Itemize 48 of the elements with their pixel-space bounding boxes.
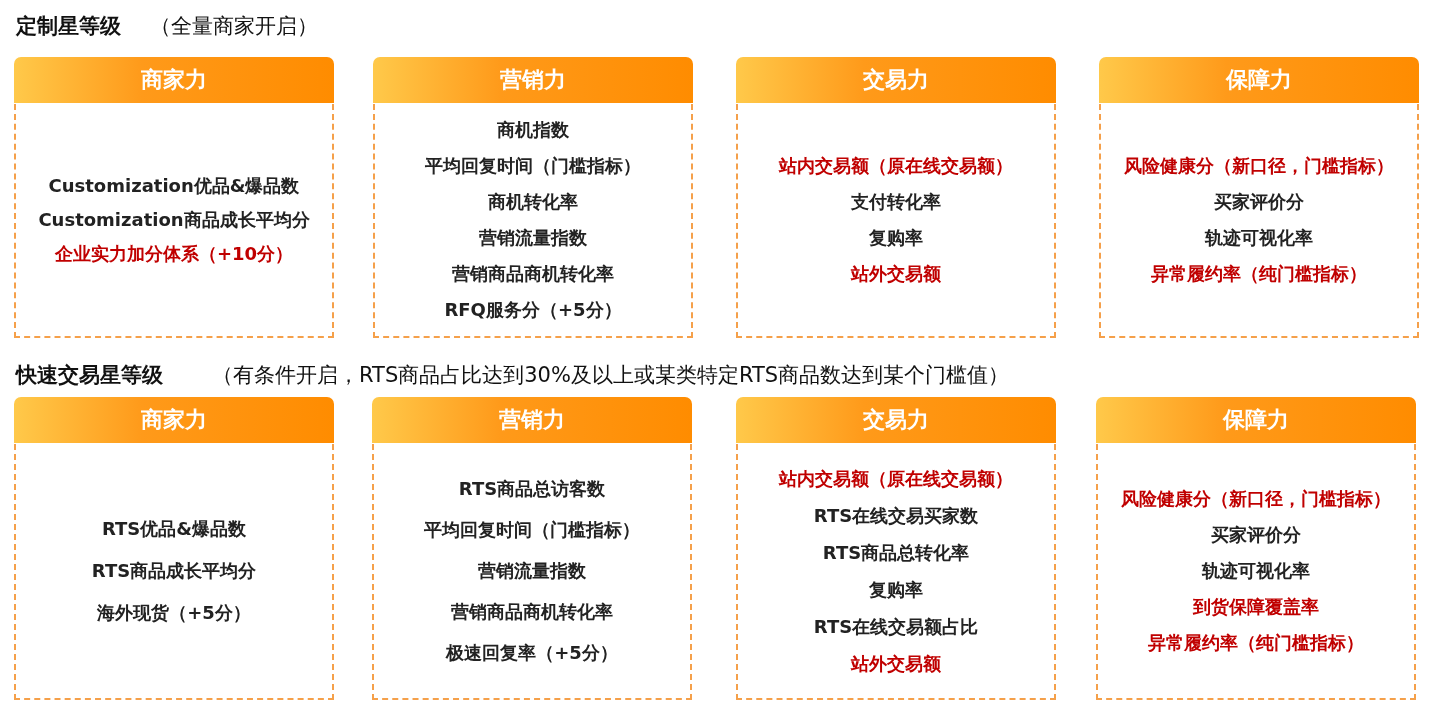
metric-text: 复购率 [869, 579, 923, 600]
metric-text: 站外交易额 [851, 264, 941, 284]
metric-text: Customization商品成长平均分 [38, 210, 310, 230]
metric-text: RFQ服务分（+5分） [444, 300, 622, 320]
card-header: 商家力 [14, 397, 334, 443]
metric-text: 到货保障覆盖率 [1193, 597, 1319, 617]
section-note: （全量商家开启） [150, 13, 318, 40]
metric-text: 企业实力加分体系（+10分） [54, 244, 294, 264]
section-note: （有条件开启，RTS商品占比达到30%及以上或某类特定RTS商品数达到某个门槛值） [212, 362, 1010, 389]
card-header: 交易力 [736, 397, 1056, 443]
metric-text: 营销流量指数 [478, 561, 586, 581]
metric-text: RTS在线交易额占比 [813, 616, 979, 637]
metric-text: 站内交易额（原在线交易额） [779, 468, 1013, 489]
metric-text: Customization优品&爆品数 [48, 176, 300, 196]
card-header: 保障力 [1096, 397, 1416, 443]
metric-text: 轨迹可视化率 [1202, 561, 1310, 581]
metric-text: 买家评价分 [1214, 192, 1304, 212]
metric-text: 平均回复时间（门槛指标） [424, 520, 640, 540]
metric-text: 站外交易额 [851, 653, 941, 674]
metric-text: 站内交易额（原在线交易额） [779, 156, 1013, 176]
section-heading: 定制星等级 [16, 13, 121, 40]
metric-text: 风险健康分（新口径，门槛指标） [1121, 489, 1391, 509]
card-header: 营销力 [373, 57, 693, 103]
metric-text: 商机指数 [497, 120, 569, 140]
metric-text: 买家评价分 [1211, 525, 1301, 545]
metric-text: RTS在线交易买家数 [813, 505, 979, 526]
metric-text: 营销流量指数 [479, 228, 587, 248]
section-heading: 快速交易星等级 [16, 362, 163, 389]
metric-text: 异常履约率（纯门槛指标） [1151, 264, 1367, 284]
metric-text: 风险健康分（新口径，门槛指标） [1124, 156, 1394, 176]
metric-text: 营销商品商机转化率 [452, 264, 614, 284]
metric-text: 商机转化率 [488, 192, 578, 212]
card-header: 保障力 [1099, 57, 1419, 103]
card-header: 交易力 [736, 57, 1056, 103]
metric-text: 海外现货（+5分） [97, 603, 251, 623]
metric-text: 支付转化率 [851, 192, 941, 212]
metric-text: RTS商品成长平均分 [91, 561, 257, 581]
metric-text: 复购率 [869, 228, 923, 248]
card-header: 商家力 [14, 57, 334, 103]
metric-text: 营销商品商机转化率 [451, 602, 613, 622]
metric-text: 极速回复率（+5分） [446, 643, 618, 663]
metric-text: RTS优品&爆品数 [102, 519, 246, 539]
metric-text: 异常履约率（纯门槛指标） [1148, 633, 1364, 653]
metric-text: RTS商品总访客数 [458, 479, 606, 499]
card-header: 营销力 [372, 397, 692, 443]
metric-text: RTS商品总转化率 [822, 542, 970, 563]
metric-text: 平均回复时间（门槛指标） [425, 156, 641, 176]
metric-text: 轨迹可视化率 [1205, 228, 1313, 248]
